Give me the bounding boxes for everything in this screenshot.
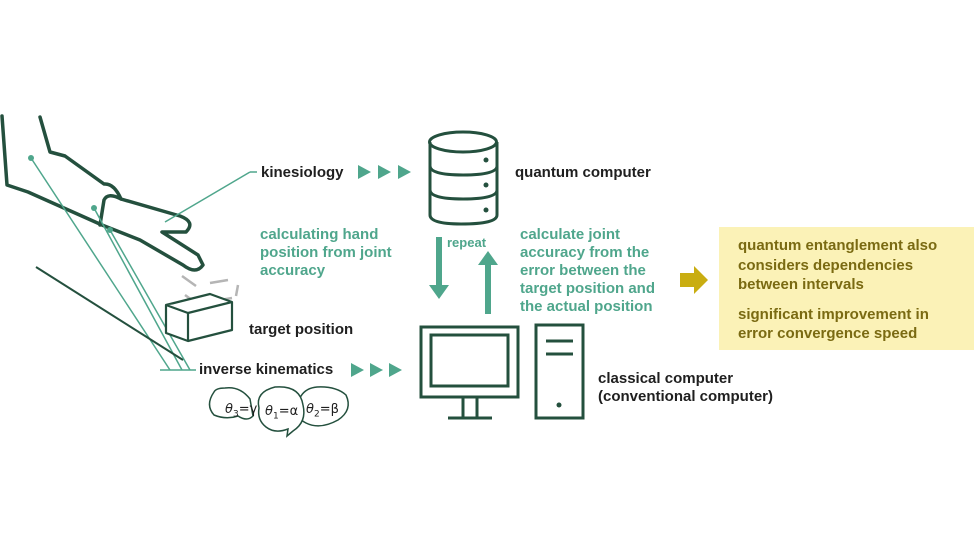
angle-value: =β <box>319 402 339 417</box>
leader-lines <box>30 157 257 371</box>
kinesiology-arrows-icon <box>358 165 411 179</box>
robot-hand-icon <box>0 114 205 272</box>
database-icon <box>428 130 499 226</box>
angle-subscript: 1 <box>272 411 279 422</box>
database-lights <box>483 157 489 213</box>
angle-bubble-3: θ3=γ <box>225 402 257 420</box>
inverse-kinematics-label: inverse kinematics <box>199 361 334 378</box>
hand-calc-text: calculating hand position from joint acc… <box>260 226 392 280</box>
note-line: significant improvement in <box>738 306 929 323</box>
angle-subscript: 3 <box>232 409 239 420</box>
angle-bubbles-icon <box>208 386 349 438</box>
inverse-kinematics-arrows-icon <box>351 363 402 377</box>
angle-subscript: 2 <box>313 409 320 420</box>
joint-calc-line: the actual position <box>520 298 653 315</box>
yellow-arrow-icon <box>680 266 708 294</box>
hand-calc-line: calculating hand <box>260 226 379 243</box>
note-line: between intervals <box>738 276 864 293</box>
joint-dots <box>28 155 113 233</box>
joint-calc-line: accuracy from the <box>520 244 650 261</box>
theta-symbol: θ <box>265 404 273 419</box>
joint-calc-line: target position and <box>520 280 655 297</box>
angle-bubble-1: θ1=α <box>265 404 298 422</box>
quantum-computer-label: quantum computer <box>515 164 651 181</box>
ground-line <box>35 266 184 361</box>
angle-value: =γ <box>238 402 258 417</box>
target-position-label: target position <box>249 321 354 338</box>
hand-calc-line: position from joint <box>260 244 392 261</box>
theta-symbol: θ <box>306 402 314 417</box>
tower-power-led <box>556 402 562 408</box>
joint-calc-text: calculate joint accuracy from the error … <box>520 226 655 316</box>
theta-symbol: θ <box>225 402 233 417</box>
repeat-label: repeat <box>447 235 487 250</box>
repeat-arrows-icon <box>429 237 498 314</box>
classical-computer-text: classical computer (conventional compute… <box>598 370 773 406</box>
angle-value: =α <box>278 404 299 419</box>
joint-calc-line: calculate joint <box>520 226 621 243</box>
kinesiology-label: kinesiology <box>261 164 344 181</box>
note-line: error convergence speed <box>738 325 918 342</box>
hand-calc-line: accuracy <box>260 262 326 279</box>
angle-bubble-2: θ2=β <box>306 402 339 420</box>
conventional-computer-label: (conventional computer) <box>598 388 774 405</box>
note-line: quantum entanglement also <box>738 237 938 254</box>
summary-note: quantum entanglement also considers depe… <box>719 227 974 350</box>
tower-icon <box>534 323 585 420</box>
target-box-icon <box>164 292 234 343</box>
monitor-icon <box>419 325 520 420</box>
joint-calc-line: error between the <box>520 262 646 279</box>
classical-computer-label: classical computer <box>598 370 734 387</box>
note-line: considers dependencies <box>738 257 914 274</box>
